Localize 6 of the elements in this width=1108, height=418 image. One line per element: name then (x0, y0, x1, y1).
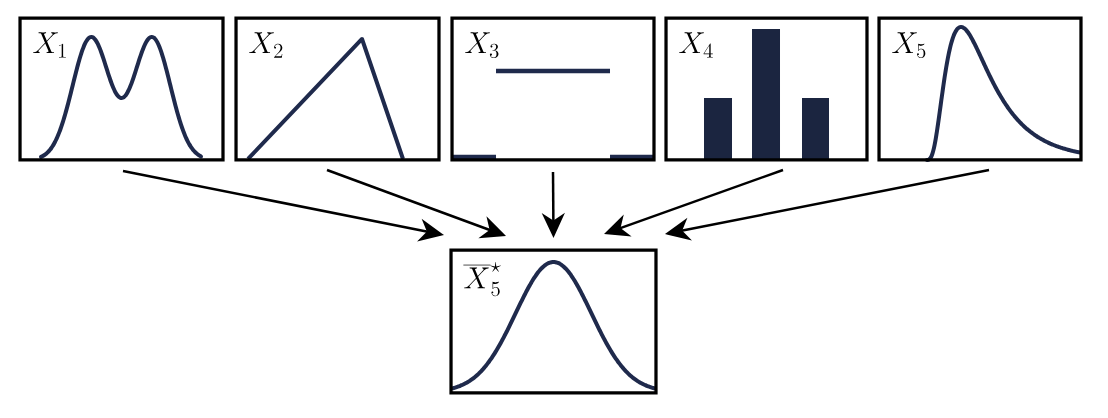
plot-box: $X_1$ (18, 16, 225, 162)
plot-box: $X_4$ (664, 16, 869, 162)
plot-box: $X_2$ (234, 16, 441, 162)
plot-box: $X_5$ (877, 16, 1083, 162)
plot-box: $X_3$ (450, 16, 656, 162)
plot-box: $\overline{X}_5^{\star}$ (449, 248, 658, 395)
